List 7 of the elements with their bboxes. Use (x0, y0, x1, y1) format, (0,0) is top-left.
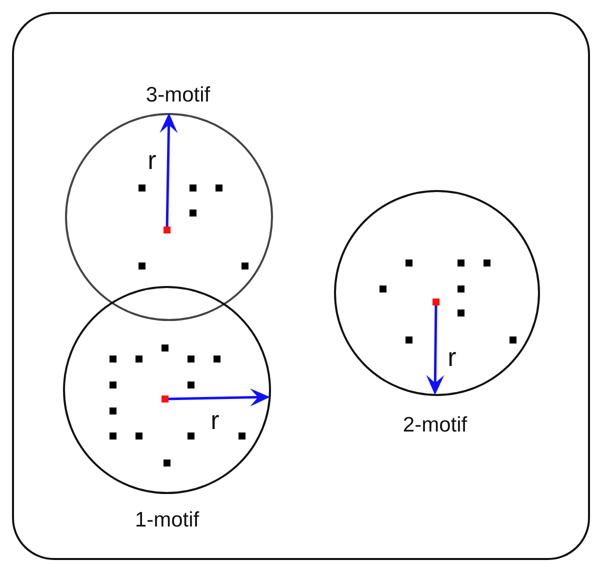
motif-label: 3-motif (146, 84, 210, 106)
motif-label: 1-motif (134, 510, 200, 530)
container-box (12, 12, 590, 560)
motif-label: 2-motif (402, 414, 468, 436)
radius-label: r (148, 147, 156, 173)
radius-label: r (210, 407, 220, 433)
radius-label: r (448, 344, 456, 370)
